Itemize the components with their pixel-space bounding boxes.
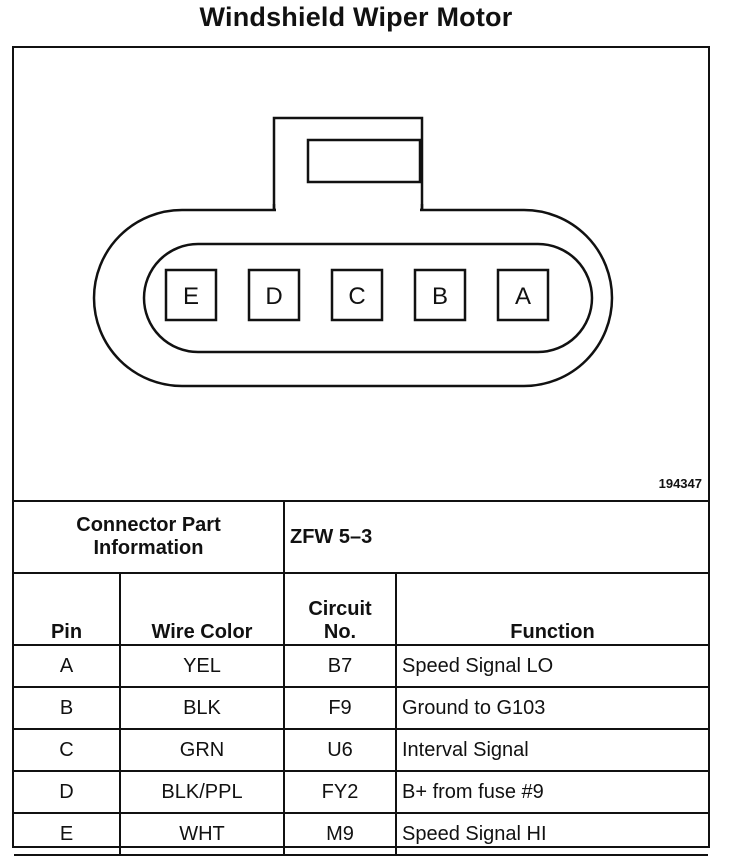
cell-circuit: B7: [283, 644, 397, 688]
pin-label: B: [432, 283, 448, 310]
cell-pin: A: [14, 644, 121, 688]
cell-wire-color: GRN: [119, 728, 285, 772]
cell-circuit: FY2: [283, 770, 397, 814]
cell-pin: D: [14, 770, 121, 814]
header-wire-color: Wire Color: [119, 572, 285, 646]
page-title: Windshield Wiper Motor: [199, 2, 513, 32]
pin-cavity-2: [330, 268, 384, 322]
connector-info-value: ZFW 5–3: [283, 500, 708, 574]
cell-pin: C: [14, 728, 121, 772]
header-pin: Pin: [14, 572, 121, 646]
pinout-table: Connector Part Information ZFW 5–3 Pin W…: [14, 500, 708, 856]
table-header-row: Pin Wire Color Circuit No. Function: [14, 572, 708, 646]
connector-info-row: Connector Part Information ZFW 5–3: [14, 500, 708, 574]
cell-wire-color: BLK/PPL: [119, 770, 285, 814]
cell-wire-color: YEL: [119, 644, 285, 688]
cell-circuit: U6: [283, 728, 397, 772]
cell-pin: E: [14, 812, 121, 856]
cell-function: Speed Signal HI: [395, 812, 708, 856]
cell-function: B+ from fuse #9: [395, 770, 708, 814]
header-circuit: Circuit No.: [283, 572, 397, 646]
pin-label: D: [265, 283, 282, 310]
pin-label: C: [348, 283, 365, 310]
cell-circuit: M9: [283, 812, 397, 856]
cell-wire-color: BLK: [119, 686, 285, 730]
pin-cavity-1: [247, 268, 301, 322]
cell-pin: B: [14, 686, 121, 730]
cell-wire-color: WHT: [119, 812, 285, 856]
cell-function: Ground to G103: [395, 686, 708, 730]
pin-label: A: [515, 283, 531, 310]
header-function: Function: [395, 572, 708, 646]
cell-function: Speed Signal LO: [395, 644, 708, 688]
cell-function: Interval Signal: [395, 728, 708, 772]
pin-cavity-4: [496, 268, 550, 322]
pin-cavity-3: [413, 268, 467, 322]
connector-lock-window: [306, 138, 422, 184]
connector-info-label: Connector Part Information: [14, 500, 285, 574]
cell-circuit: F9: [283, 686, 397, 730]
figure-id: 194347: [658, 476, 702, 491]
pin-cavity-0: [164, 268, 218, 322]
pin-label: E: [183, 283, 199, 310]
